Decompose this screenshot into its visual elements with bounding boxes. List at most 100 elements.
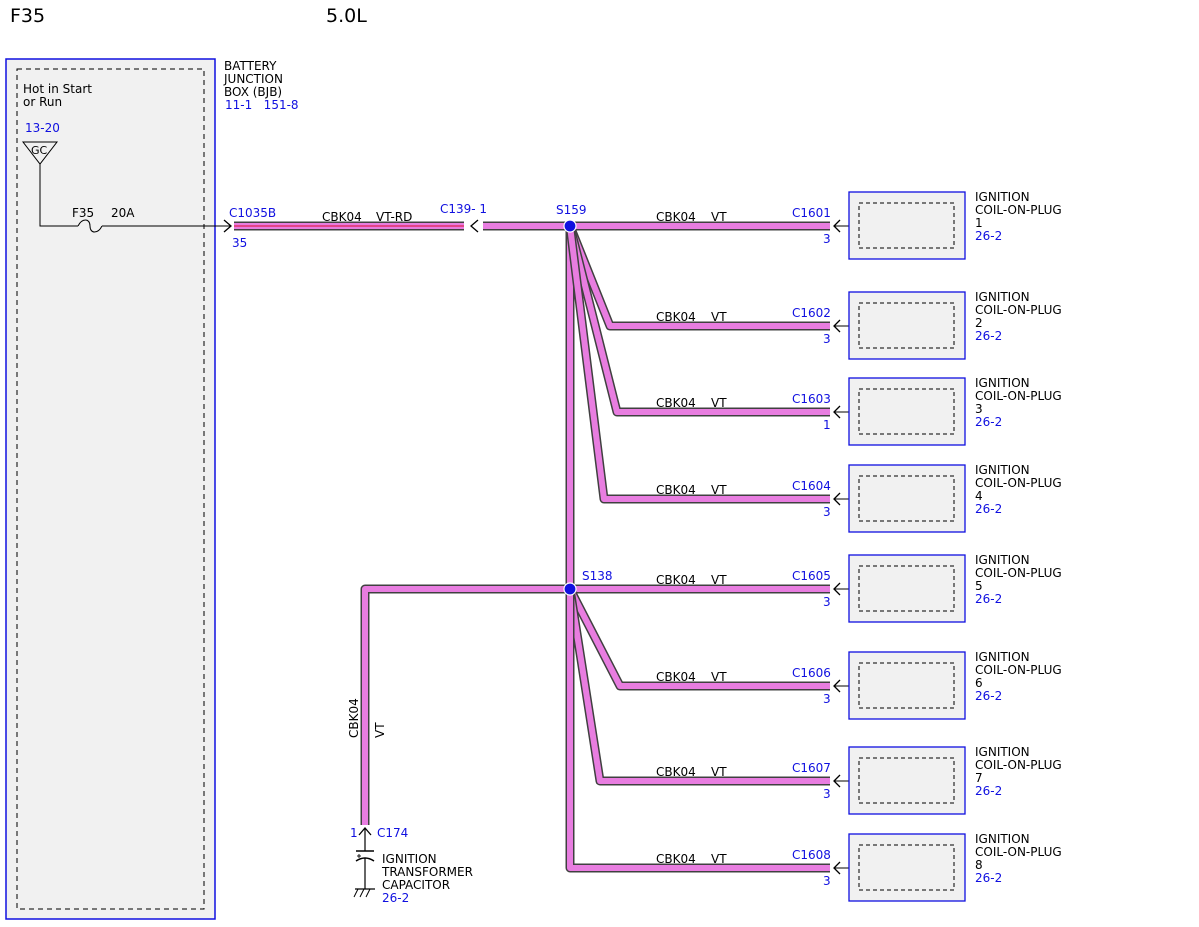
coil-name-line-1: IGNITION [975,376,1030,390]
cap-name-line-2: TRANSFORMER [381,865,473,879]
coil-connector: C1604 [792,479,831,493]
coil-name-line-2: COIL-ON-PLUG [975,203,1062,217]
coil-pin: 3 [823,787,831,801]
cap-name-line-3: CAPACITOR [382,878,450,892]
coil-name-line-2: COIL-ON-PLUG [975,303,1062,317]
coil-wire-color: VT [711,765,727,779]
coil-name-line-2: COIL-ON-PLUG [975,758,1062,772]
coil-pin: 3 [823,692,831,706]
coil-box [848,746,966,815]
coil-box [848,291,966,360]
cap-ref: 26-2 [382,891,409,905]
cap-wire-circuit: CBK04 [347,698,361,738]
gc-power-source-icon: GC [21,141,59,165]
battery-junction-box: Hot in Start or Run 13-20 GC F35 20A [5,58,232,920]
coil-wire-circuit: CBK04 [656,573,696,587]
coil-wire-6-outline [566,586,830,691]
wire-layer [234,221,830,873]
coil-name-line-3: 8 [975,858,983,872]
fuse-name: F35 [72,206,94,220]
coil-connector: C1603 [792,392,831,406]
coil-connector: C1602 [792,306,831,320]
cap-wire-color: VT [373,722,387,738]
coil-name-line-3: 6 [975,676,983,690]
capacitor-wire [362,586,568,825]
coil-wire-color: VT [711,573,727,587]
coil-wire-3 [567,225,830,415]
cap-name-line-1: IGNITION [382,852,437,866]
cap-connector: C174 [377,826,408,840]
coil-name-line-2: COIL-ON-PLUG [975,476,1062,490]
coil-wire-8-outline [565,589,830,873]
capacitor-wire-outline [360,584,568,825]
coil-wire-8 [567,589,830,871]
power-label-line-1: Hot in Start [23,82,92,96]
coil-name-line-2: COIL-ON-PLUG [975,389,1062,403]
coil-wire-2-outline [565,224,830,331]
inline-connector-arrow-icon [470,219,479,233]
feed-pin: 35 [232,236,247,250]
coil-name-line-1: IGNITION [975,553,1030,567]
coil-name-line-1: IGNITION [975,832,1030,846]
power-ref: 13-20 [25,121,60,135]
feed-connector: C1035B [229,206,276,220]
power-label-line-2: or Run [23,95,62,109]
coil-wire-circuit: CBK04 [656,210,696,224]
coil-wire-color: VT [711,210,727,224]
coil-name-line-3: 1 [975,216,983,230]
coil-box [848,464,966,533]
coil-wire-color: VT [711,852,727,866]
coil-ref: 26-2 [975,502,1002,516]
coil-wire-color: VT [711,670,727,684]
coil-connector: C1601 [792,206,831,220]
capacitor-icon [355,828,375,889]
coil-pin: 3 [823,505,831,519]
coil-wire-color: VT [711,310,727,324]
splice-s138 [563,582,577,596]
coil-name-line-3: 7 [975,771,983,785]
coil-ref: 26-2 [975,415,1002,429]
coil-box [848,191,966,260]
coil-pin: 1 [823,418,831,432]
coil-name-line-3: 2 [975,316,983,330]
coil-wire-circuit: CBK04 [656,483,696,497]
coil-name-line-1: IGNITION [975,745,1030,759]
coil-box [848,554,966,623]
coil-connector: C1608 [792,848,831,862]
engine-title: 5.0L [326,5,367,27]
bjb-outline [5,58,216,920]
fuse-rating: 20A [111,206,135,220]
coil-wire-6 [567,587,830,689]
bjb-title-line-2: JUNCTION [223,72,283,86]
coil-name-line-1: IGNITION [975,463,1030,477]
bjb-pin-arrow-icon [223,219,232,233]
coil-name-line-1: IGNITION [975,290,1030,304]
coil-wire-7 [567,588,830,784]
splice-s159-label: S159 [556,203,587,217]
coil-connector: C1605 [792,569,831,583]
splice-s138-label: S138 [582,569,613,583]
coil-name-line-3: 4 [975,489,983,503]
coil-box [848,377,966,446]
coil-ref: 26-2 [975,871,1002,885]
gc-label: GC [31,144,48,157]
ignition-transformer-capacitor: CBK04 VT 1 C174 IGNITION TRANSFORMER CAP… [347,698,473,905]
coil-wire-color: VT [711,483,727,497]
coil-wire-circuit: CBK04 [656,670,696,684]
coil-pin: 3 [823,595,831,609]
coil-wire-circuit: CBK04 [656,396,696,410]
coil-pin: 3 [823,332,831,346]
coil-ref: 26-2 [975,689,1002,703]
bjb-title-line-1: BATTERY [224,59,277,73]
coil-wire-circuit: CBK04 [656,765,696,779]
